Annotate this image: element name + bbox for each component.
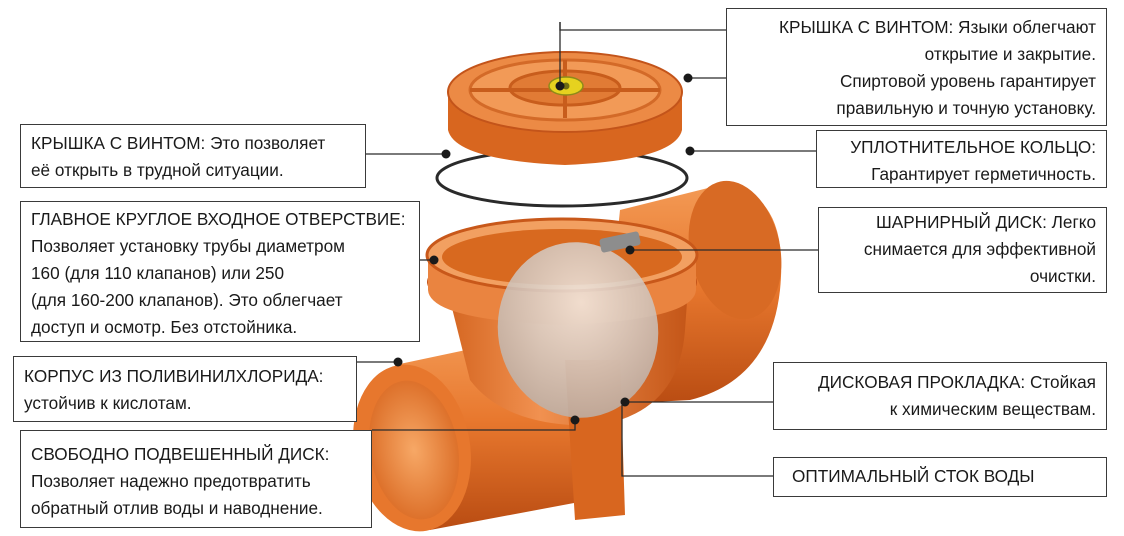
callout-seal-ring: УПЛОТНИТЕЛЬНОЕ КОЛЬЦО: Гарантирует герме… — [816, 130, 1107, 188]
callout-pvc-body: КОРПУС ИЗ ПОЛИВИНИЛХЛОРИДА: устойчив к к… — [13, 356, 357, 422]
callout-line: обратный отлив воды и наводнение. — [31, 498, 323, 518]
callout-line: ОПТИМАЛЬНЫЙ СТОК ВОДЫ — [792, 466, 1035, 486]
callout-line: очистки. — [1029, 266, 1096, 286]
leader-dots — [393, 73, 695, 425]
callout-lid-screw-right: КРЫШКА С ВИНТОМ: Языки облегчают открыти… — [726, 8, 1107, 126]
lid-with-screw — [447, 51, 683, 165]
callout-line: СВОБОДНО ПОДВЕШЕННЫЙ ДИСК: — [31, 444, 330, 464]
callout-line: ГЛАВНОЕ КРУГЛОЕ ВХОДНОЕ ОТВЕРСТВИЕ: — [31, 209, 406, 229]
callout-line: 160 (для 110 клапанов) или 250 — [31, 263, 285, 283]
callout-line: КОРПУС ИЗ ПОЛИВИНИЛХЛОРИДА: — [24, 366, 324, 386]
callout-line: Позволяет надежно предотвратить — [31, 471, 311, 491]
callout-line: УПЛОТНИТЕЛЬНОЕ КОЛЬЦО: — [850, 137, 1096, 157]
callout-line: Спиртовой уровень гарантирует — [839, 71, 1096, 91]
callout-line: снимается для эффективной — [863, 239, 1096, 259]
callout-line: Позволяет установку трубы диаметром — [31, 236, 345, 256]
callout-water-flow: ОПТИМАЛЬНЫЙ СТОК ВОДЫ — [773, 457, 1107, 497]
callout-main-inlet: ГЛАВНОЕ КРУГЛОЕ ВХОДНОЕ ОТВЕРСТВИЕ: Позв… — [20, 201, 420, 342]
callout-line: КРЫШКА С ВИНТОМ: Это позволяет — [31, 133, 326, 153]
callout-line: её открыть в трудной ситуации. — [31, 160, 284, 180]
callout-line: правильную и точную установку. — [836, 98, 1096, 118]
callout-lid-screw-left: КРЫШКА С ВИНТОМ: Это позволяет её открыт… — [20, 124, 366, 188]
callout-line: КРЫШКА С ВИНТОМ: Языки облегчают — [778, 17, 1096, 37]
callout-line: к химическим веществам. — [889, 399, 1096, 419]
callout-line: ШАРНИРНЫЙ ДИСК: Легко — [875, 212, 1096, 232]
callout-line: Гарантирует герметичность. — [871, 164, 1096, 184]
callout-line: открытие и закрытие. — [924, 44, 1096, 64]
callout-line: устойчив к кислотам. — [24, 393, 192, 413]
callout-disc-gasket: ДИСКОВАЯ ПРОКЛАДКА: Стойкая к химическим… — [773, 362, 1107, 430]
callout-line: доступ и осмотр. Без отстойника. — [31, 317, 298, 337]
callout-free-disc: СВОБОДНО ПОДВЕШЕННЫЙ ДИСК: Позволяет над… — [20, 430, 372, 528]
callout-line: ДИСКОВАЯ ПРОКЛАДКА: Стойкая — [818, 372, 1096, 392]
callout-hinged-disc: ШАРНИРНЫЙ ДИСК: Легко снимается для эффе… — [818, 207, 1107, 293]
hinged-disc — [497, 231, 659, 418]
callout-line: (для 160-200 клапанов). Это облегчает — [31, 290, 343, 310]
